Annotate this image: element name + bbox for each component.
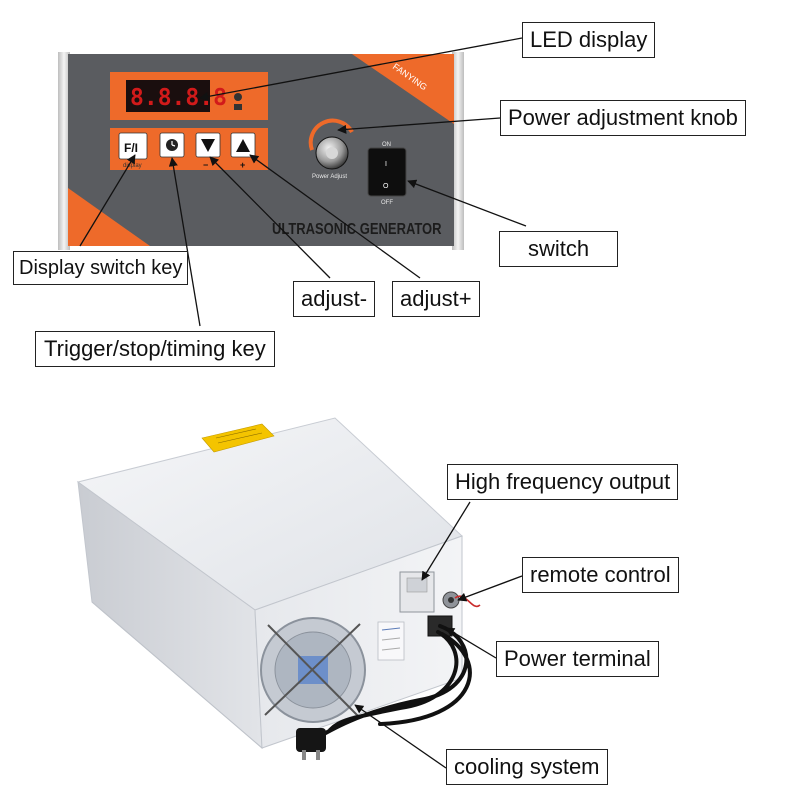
key-minus-sign: − xyxy=(203,160,208,170)
leader-led-display xyxy=(199,37,523,101)
leader-adjust-minus xyxy=(209,156,331,279)
label-adjust-minus: adjust- xyxy=(293,281,376,317)
power-cord xyxy=(308,624,472,744)
led-indicator-dot xyxy=(234,104,242,110)
knob-scale-arc xyxy=(308,118,354,151)
power-plug xyxy=(296,728,326,752)
label-remote-control: remote control xyxy=(522,557,679,593)
leader-lines xyxy=(79,37,527,769)
label-led-display: LED display xyxy=(522,22,656,58)
rear-spec-label xyxy=(377,621,405,661)
panel-frame-left xyxy=(58,52,70,250)
label-power-terminal: Power terminal xyxy=(496,641,659,677)
led-display-screen xyxy=(126,80,210,112)
panel-frame-right xyxy=(452,52,464,250)
label-high-frequency-output: High frequency output xyxy=(447,464,679,500)
label-display-switch-key: Display switch key xyxy=(13,251,189,285)
leader-remote-control xyxy=(457,575,523,602)
generator-case xyxy=(76,417,481,760)
triangle-down-icon xyxy=(201,139,215,152)
triangle-up-icon xyxy=(236,139,250,152)
key-display-switch-label: F/I xyxy=(124,141,138,155)
knob-caption: Power Adjust xyxy=(312,174,347,180)
panel-title: ULTRASONIC GENERATOR xyxy=(272,221,442,238)
key-plus-sign: + xyxy=(240,160,245,170)
switch-i-label: I xyxy=(385,161,387,168)
led-indicator-icon xyxy=(234,93,242,101)
leader-cooling-system xyxy=(354,704,447,769)
label-cooling-system: cooling system xyxy=(446,749,608,785)
switch-off-label: OFF xyxy=(381,200,393,206)
panel-orange-corner-top xyxy=(352,54,454,124)
warning-label xyxy=(201,423,275,453)
label-adjust-plus: adjust+ xyxy=(392,281,480,317)
leader-adjust-plus xyxy=(249,154,421,279)
leader-trigger-key xyxy=(168,157,201,327)
leader-power-terminal xyxy=(445,627,497,659)
switch-on-label: ON xyxy=(382,142,391,148)
leader-switch xyxy=(407,179,527,227)
leader-display-switch-key xyxy=(79,154,136,247)
switch-o-label: O xyxy=(383,183,389,190)
led-display-digits: 8.8.8.8 xyxy=(130,85,227,111)
control-panel: FANYING 8.8.8.8 F/I display − + Power Ad… xyxy=(58,52,464,250)
key-display-switch-caption: display xyxy=(123,163,142,169)
fan-guard-bar-2 xyxy=(267,624,359,717)
leader-power-knob xyxy=(337,117,501,134)
power-switch[interactable] xyxy=(367,147,407,197)
label-power-adjustment-knob: Power adjustment knob xyxy=(500,100,746,136)
label-trigger-stop-timing-key: Trigger/stop/timing key xyxy=(35,331,275,367)
leader-hf-output xyxy=(421,501,471,581)
label-switch: switch xyxy=(499,231,619,267)
